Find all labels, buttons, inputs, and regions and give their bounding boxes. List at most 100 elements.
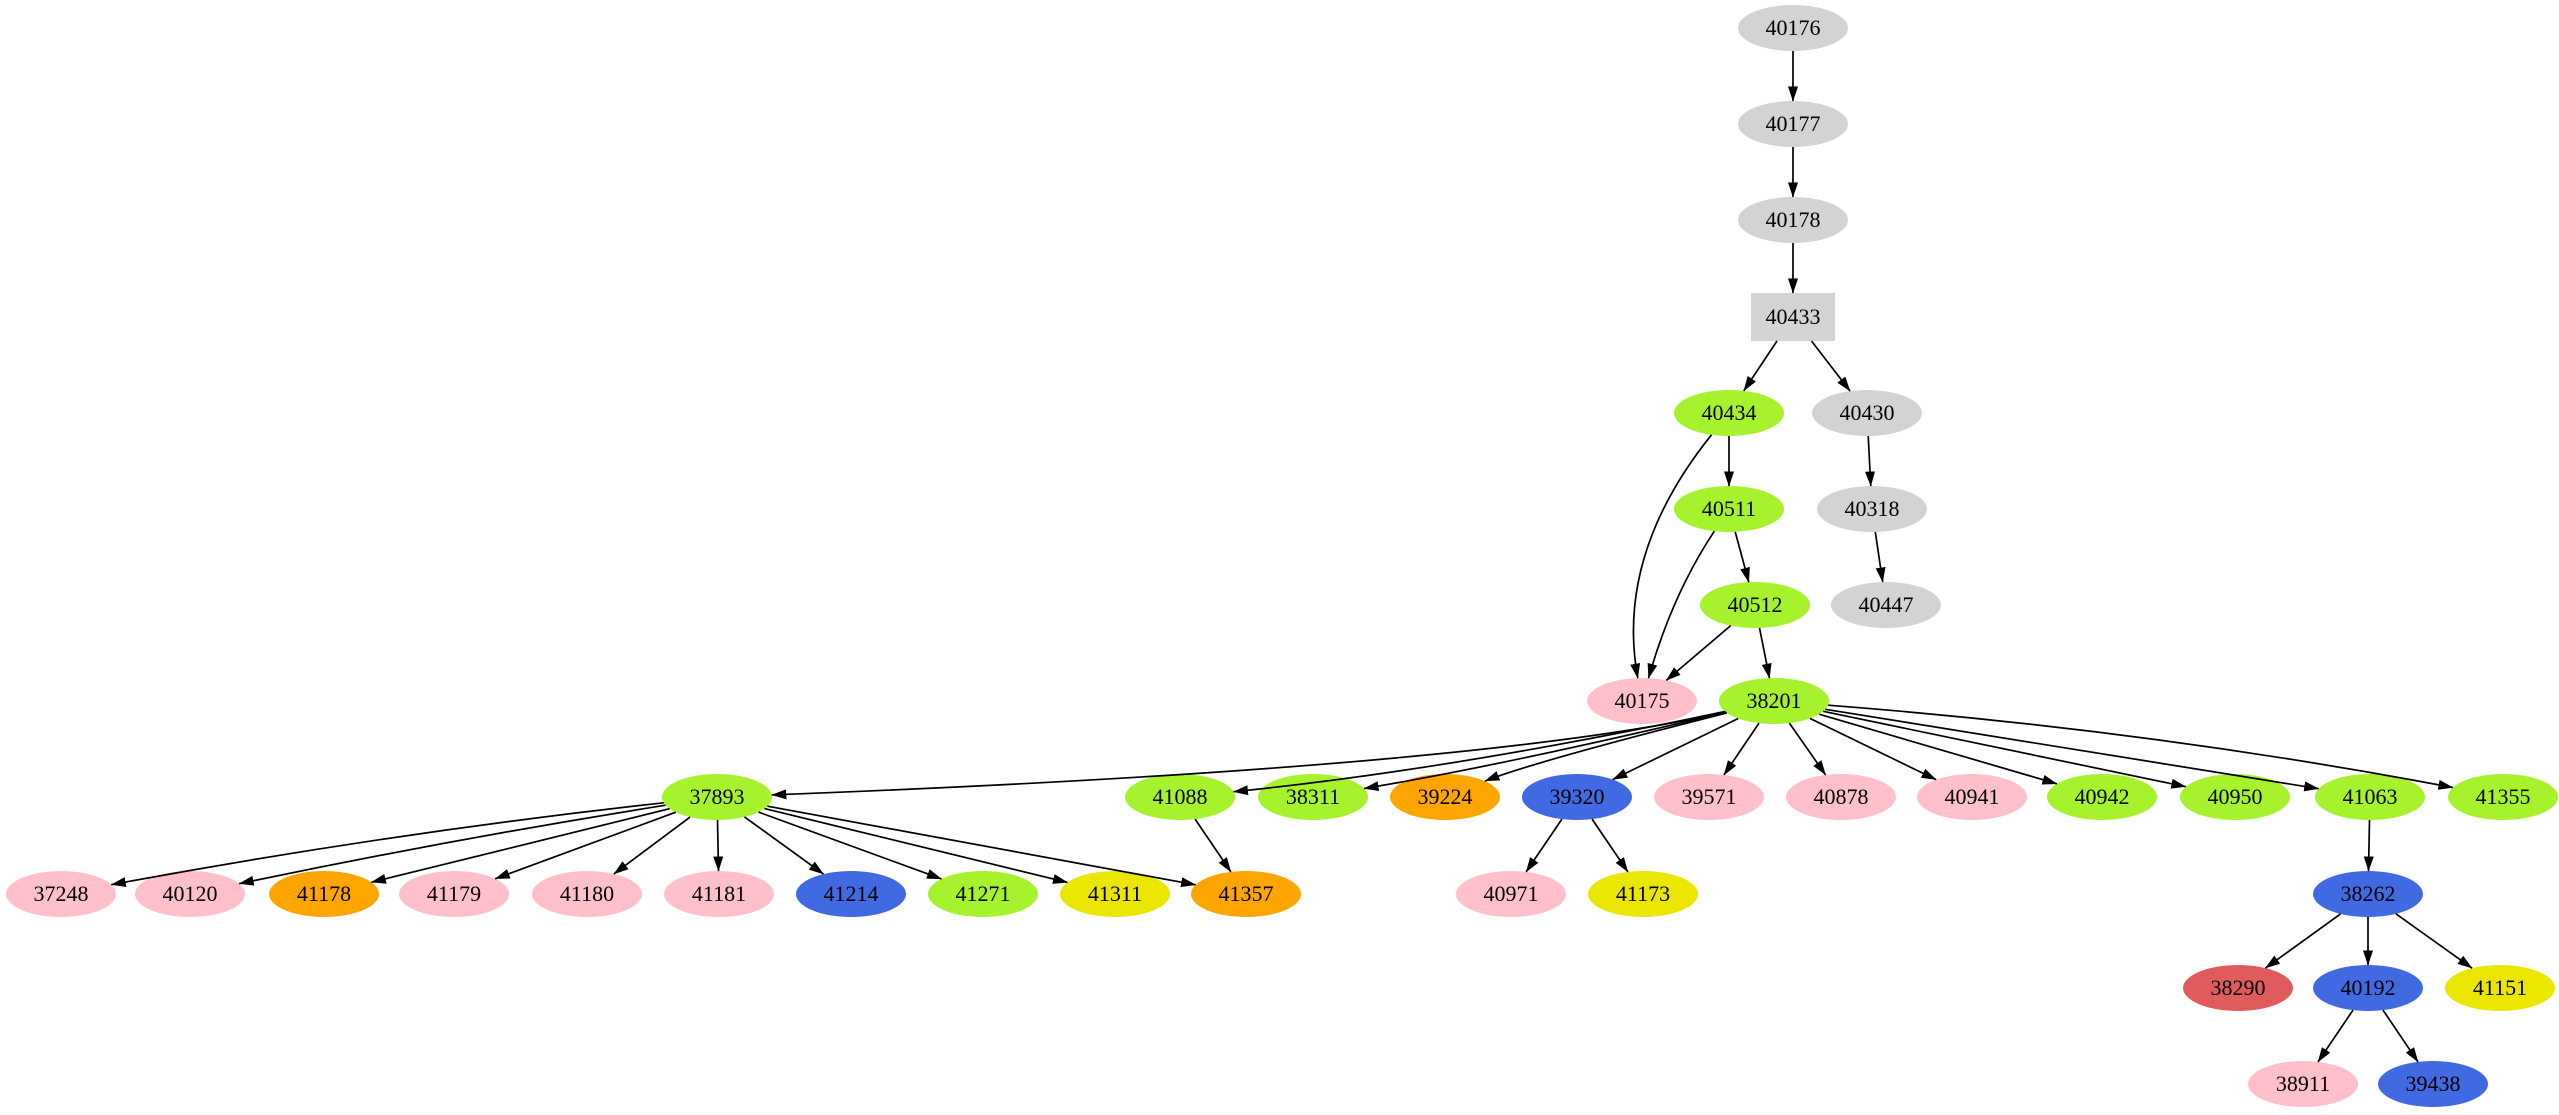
edge-39320-41173 (1591, 818, 1629, 873)
edge-40434-40175 (1630, 434, 1713, 679)
node-38311: 38311 (1258, 774, 1368, 820)
node-label: 41311 (1088, 881, 1142, 906)
node-label: 40433 (1766, 304, 1821, 329)
edge-37893-40120 (238, 804, 666, 886)
edge-40430-40318 (1865, 435, 1876, 487)
node-40433: 40433 (1751, 293, 1835, 341)
node-label: 37248 (34, 881, 89, 906)
node-41179: 41179 (399, 871, 509, 917)
node-label: 40177 (1766, 111, 1821, 136)
edge-38262-38290 (2265, 913, 2341, 969)
edge-37893-41181 (713, 819, 724, 872)
node-label: 38911 (2276, 1071, 2330, 1096)
node-ellipse-shape (1191, 871, 1301, 917)
edge-38201-40950 (1823, 710, 2187, 789)
edge-40511-40175 (1647, 530, 1716, 679)
node-ellipse-shape (1125, 774, 1235, 820)
node-label: 40120 (163, 881, 218, 906)
edge-37893-41357 (767, 805, 1197, 888)
edge-37893-41178 (370, 807, 670, 884)
node-ellipse-shape (2180, 774, 2290, 820)
node-40971: 40971 (1456, 871, 1566, 917)
node-label: 38311 (1286, 784, 1340, 809)
edge-37893-41180 (613, 816, 691, 875)
node-label: 40971 (1484, 881, 1539, 906)
node-ellipse-shape (1738, 197, 1848, 243)
edge-37893-41271 (758, 811, 942, 880)
node-41214: 41214 (796, 871, 906, 917)
node-label: 40175 (1615, 688, 1670, 713)
node-ellipse-shape (1674, 390, 1784, 436)
node-label: 39438 (2406, 1071, 2461, 1096)
node-41173: 41173 (1588, 871, 1698, 917)
node-39571: 39571 (1654, 774, 1764, 820)
node-40950: 40950 (2180, 774, 2290, 820)
node-40942: 40942 (2047, 774, 2157, 820)
edge-37893-37248 (110, 801, 664, 887)
node-ellipse-shape (2313, 871, 2423, 917)
node-ellipse-shape (1674, 486, 1784, 532)
node-40511: 40511 (1674, 486, 1784, 532)
node-label: 41214 (824, 881, 879, 906)
node-41178: 41178 (269, 871, 379, 917)
node-label: 39224 (1418, 784, 1473, 809)
node-label: 41088 (1153, 784, 1208, 809)
edge-41063-38262 (2363, 819, 2374, 872)
node-40318: 40318 (1817, 486, 1927, 532)
node-40175: 40175 (1587, 678, 1697, 724)
node-label: 41181 (692, 881, 746, 906)
edge-40318-40447 (1874, 531, 1886, 583)
edge-38201-40941 (1809, 717, 1937, 781)
node-40177: 40177 (1738, 101, 1848, 147)
node-ellipse-shape (1719, 678, 1829, 724)
node-39438: 39438 (2378, 1061, 2488, 1107)
node-ellipse-shape (1390, 774, 1500, 820)
node-40941: 40941 (1917, 774, 2027, 820)
node-label: 41357 (1219, 881, 1274, 906)
node-label: 40941 (1945, 784, 2000, 809)
node-41311: 41311 (1060, 871, 1170, 917)
node-40192: 40192 (2313, 965, 2423, 1011)
node-ellipse-shape (269, 871, 379, 917)
edge-38201-39571 (1723, 722, 1760, 776)
node-ellipse-shape (796, 871, 906, 917)
node-41181: 41181 (664, 871, 774, 917)
node-ellipse-shape (1654, 774, 1764, 820)
node-label: 40512 (1728, 592, 1783, 617)
node-ellipse-shape (2183, 965, 2293, 1011)
node-label: 39571 (1682, 784, 1737, 809)
node-label: 38262 (2341, 881, 2396, 906)
node-label: 40950 (2208, 784, 2263, 809)
node-40447: 40447 (1831, 582, 1941, 628)
node-label: 40878 (1814, 784, 1869, 809)
edge-40192-38911 (2317, 1009, 2354, 1063)
node-label: 38201 (1747, 688, 1802, 713)
node-39224: 39224 (1390, 774, 1500, 820)
node-label: 40318 (1845, 496, 1900, 521)
node-label: 41063 (2343, 784, 2398, 809)
node-ellipse-shape (1917, 774, 2027, 820)
node-label: 38290 (2211, 975, 2266, 1000)
node-38201: 38201 (1719, 678, 1829, 724)
node-38290: 38290 (2183, 965, 2293, 1011)
node-label: 41151 (2473, 975, 2527, 1000)
edge-37893-41179 (494, 811, 677, 880)
node-ellipse-shape (1738, 5, 1848, 51)
node-label: 40434 (1702, 400, 1757, 425)
node-ellipse-shape (1700, 582, 1810, 628)
node-40178: 40178 (1738, 197, 1848, 243)
node-41180: 41180 (532, 871, 642, 917)
node-ellipse-shape (1812, 390, 1922, 436)
edge-38201-41355 (1828, 704, 2454, 790)
node-ellipse-shape (2248, 1061, 2358, 1107)
node-40176: 40176 (1738, 5, 1848, 51)
node-40512: 40512 (1700, 582, 1810, 628)
node-label: 41271 (956, 881, 1011, 906)
node-41063: 41063 (2315, 774, 2425, 820)
node-label: 41179 (427, 881, 481, 906)
node-ellipse-shape (1587, 678, 1697, 724)
node-ellipse-shape (2315, 774, 2425, 820)
edge-39320-40971 (1525, 818, 1563, 873)
node-40878: 40878 (1786, 774, 1896, 820)
